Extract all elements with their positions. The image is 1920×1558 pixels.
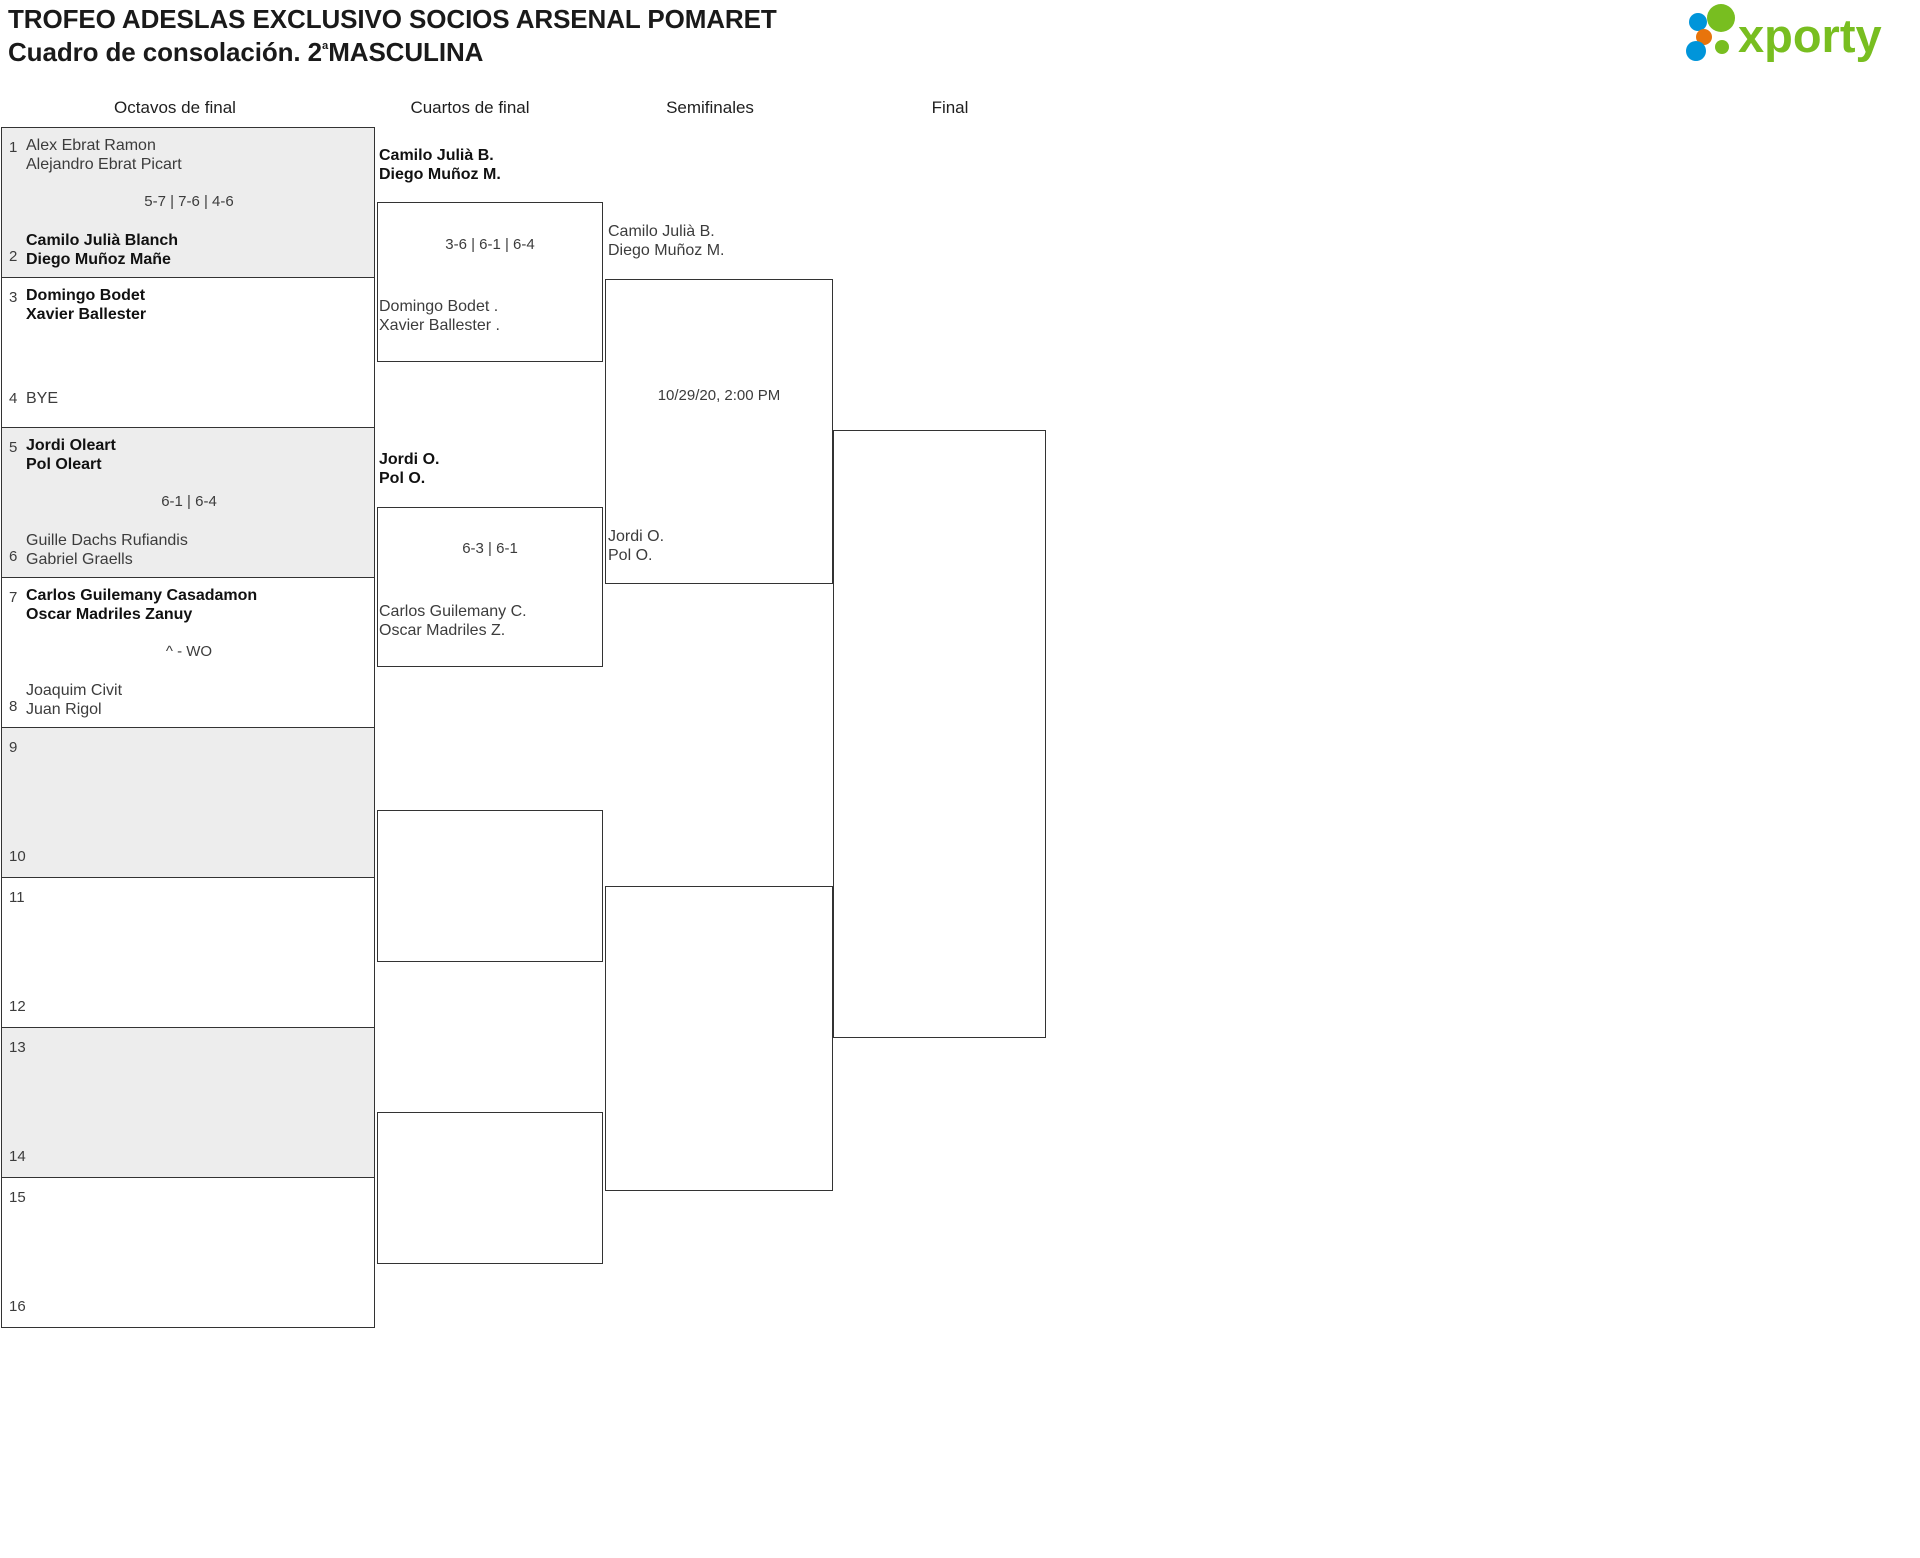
seed-number: 5 (9, 439, 18, 456)
r2-team-top-1: Camilo Julià B. Diego Muñoz M. (379, 146, 501, 184)
seed-number: 1 (9, 139, 18, 156)
r3-score-1: 10/29/20, 2:00 PM (657, 387, 781, 404)
r2-match-1[interactable] (377, 202, 603, 362)
seed-number: 11 (9, 889, 25, 906)
player-name: Camilo Julià B. (608, 223, 715, 240)
bracket-subtitle: Cuadro de consolación. 2ªMASCULINA (8, 34, 777, 68)
player-name: Joaquim Civit (26, 682, 123, 699)
r1-score: 6-1 | 6-4 (161, 493, 217, 510)
player-name: Oscar Madriles Z. (379, 622, 506, 639)
player-name: Jordi O. (608, 528, 665, 545)
r1-match-4[interactable]: 7 Carlos Guilemany Casadamon Oscar Madri… (1, 577, 375, 728)
r2-score-1: 3-6 | 6-1 | 6-4 (445, 236, 535, 253)
tournament-title: TROFEO ADESLAS EXCLUSIVO SOCIOS ARSENAL … (8, 4, 777, 34)
subtitle-suffix: MASCULINA (328, 37, 484, 67)
seed-number: 10 (9, 848, 26, 865)
subtitle-prefix: Cuadro de consolación. 2 (8, 37, 322, 67)
r1-score: 5-7 | 7-6 | 4-6 (144, 193, 234, 210)
player-name: Oscar Madriles Zanuy (26, 606, 193, 623)
r2-match-3[interactable] (377, 810, 603, 962)
player-name: Guille Dachs Rufiandis (26, 532, 188, 549)
player-name: Xavier Ballester (26, 306, 147, 323)
logo-dot-blue-bottom (1686, 41, 1706, 61)
player-name: Pol O. (608, 547, 653, 564)
r3-team-top-1: Camilo Julià B. Diego Muñoz M. (608, 222, 725, 260)
r2-score-2: 6-3 | 6-1 (462, 540, 518, 557)
seed-number: 2 (9, 248, 18, 265)
player-name: Gabriel Graells (26, 551, 133, 568)
player-name: Diego Muñoz M. (608, 242, 725, 259)
logo-dot-orange (1696, 29, 1712, 45)
bye-label: BYE (26, 390, 59, 407)
r2-team-top-2: Jordi O. Pol O. (379, 450, 439, 488)
r1-team-bottom: Guille Dachs Rufiandis Gabriel Graells (26, 531, 188, 569)
r1-team-bottom: Camilo Julià Blanch Diego Muñoz Mañe (26, 231, 178, 269)
r3-team-bottom-1: Jordi O. Pol O. (608, 527, 664, 565)
r1-match-1[interactable]: 1 Alex Ebrat Ramon Alejandro Ebrat Picar… (1, 127, 375, 278)
player-name: Xavier Ballester . (379, 317, 500, 334)
round-header-cuartos: Cuartos de final (410, 98, 530, 117)
seed-number: 7 (9, 589, 18, 606)
seed-number: 8 (9, 698, 18, 715)
seed-number: 13 (9, 1039, 26, 1056)
r1-match-8[interactable]: 15 16 (1, 1177, 375, 1328)
r1-match-6[interactable]: 11 12 (1, 877, 375, 1028)
r2-team-bottom-2: Carlos Guilemany C. Oscar Madriles Z. (379, 602, 527, 640)
seed-number: 6 (9, 548, 18, 565)
player-name: Carlos Guilemany C. (379, 603, 527, 620)
player-name: Jordi O. (379, 451, 440, 468)
player-name: Jordi Oleart (26, 437, 116, 454)
r1-match-2[interactable]: 3 Domingo Bodet Xavier Ballester 4 BYE (1, 277, 375, 428)
logo-dot-green-large (1707, 4, 1735, 32)
seed-number: 9 (9, 739, 18, 756)
r1-score: ^ - WO (165, 643, 213, 660)
player-name: Domingo Bodet . (379, 298, 499, 315)
player-name: Juan Rigol (26, 701, 102, 718)
r1-match-5[interactable]: 9 10 (1, 727, 375, 878)
player-name: Diego Muñoz M. (379, 166, 501, 183)
ordinal-indicator: ª (322, 40, 329, 59)
seed-number: 16 (9, 1298, 26, 1315)
r4-match-final[interactable] (833, 430, 1046, 1038)
player-name: Alejandro Ebrat Picart (26, 156, 182, 173)
r1-match-3[interactable]: 5 Jordi Oleart Pol Oleart 6-1 | 6-4 6 Gu… (1, 427, 375, 578)
title-block: TROFEO ADESLAS EXCLUSIVO SOCIOS ARSENAL … (8, 4, 777, 68)
player-name: Pol Oleart (26, 456, 102, 473)
seed-number: 12 (9, 998, 26, 1015)
r2-match-2[interactable] (377, 507, 603, 667)
xporty-logo-svg: xporty (1686, 4, 1882, 62)
r1-team-top: Carlos Guilemany Casadamon Oscar Madrile… (26, 586, 257, 624)
r2-team-bottom-1: Domingo Bodet . Xavier Ballester . (379, 297, 500, 335)
logo-dot-green-small (1715, 40, 1729, 54)
seed-number: 15 (9, 1189, 26, 1206)
r3-match-1[interactable] (605, 279, 833, 584)
r1-team-bottom: BYE (26, 389, 58, 408)
logo-wordmark: xporty (1738, 9, 1882, 62)
player-name: Camilo Julià Blanch (26, 232, 179, 249)
player-name: Carlos Guilemany Casadamon (26, 587, 258, 604)
page-header: TROFEO ADESLAS EXCLUSIVO SOCIOS ARSENAL … (0, 0, 1920, 88)
logo-dot-blue-top (1689, 13, 1707, 31)
player-name: Domingo Bodet (26, 287, 146, 304)
round-header-octavos: Octavos de final (114, 98, 236, 117)
r1-match-7[interactable]: 13 14 (1, 1027, 375, 1178)
r2-match-4[interactable] (377, 1112, 603, 1264)
player-name: Alex Ebrat Ramon (26, 137, 156, 154)
player-name: Camilo Julià B. (379, 147, 494, 164)
r1-team-top: Jordi Oleart Pol Oleart (26, 436, 116, 474)
player-name: Pol O. (379, 470, 426, 487)
seed-number: 14 (9, 1148, 26, 1165)
seed-number: 3 (9, 289, 18, 306)
round-header-semifinales: Semifinales (666, 98, 754, 117)
r1-team-top: Alex Ebrat Ramon Alejandro Ebrat Picart (26, 136, 182, 174)
r1-team-bottom: Joaquim Civit Juan Rigol (26, 681, 122, 719)
r1-team-top: Domingo Bodet Xavier Ballester (26, 286, 146, 324)
player-name: Diego Muñoz Mañe (26, 251, 171, 268)
seed-number: 4 (9, 390, 18, 407)
r3-match-2[interactable] (605, 886, 833, 1191)
xporty-logo: xporty (1676, 4, 1906, 66)
round-header-final: Final (931, 98, 969, 117)
